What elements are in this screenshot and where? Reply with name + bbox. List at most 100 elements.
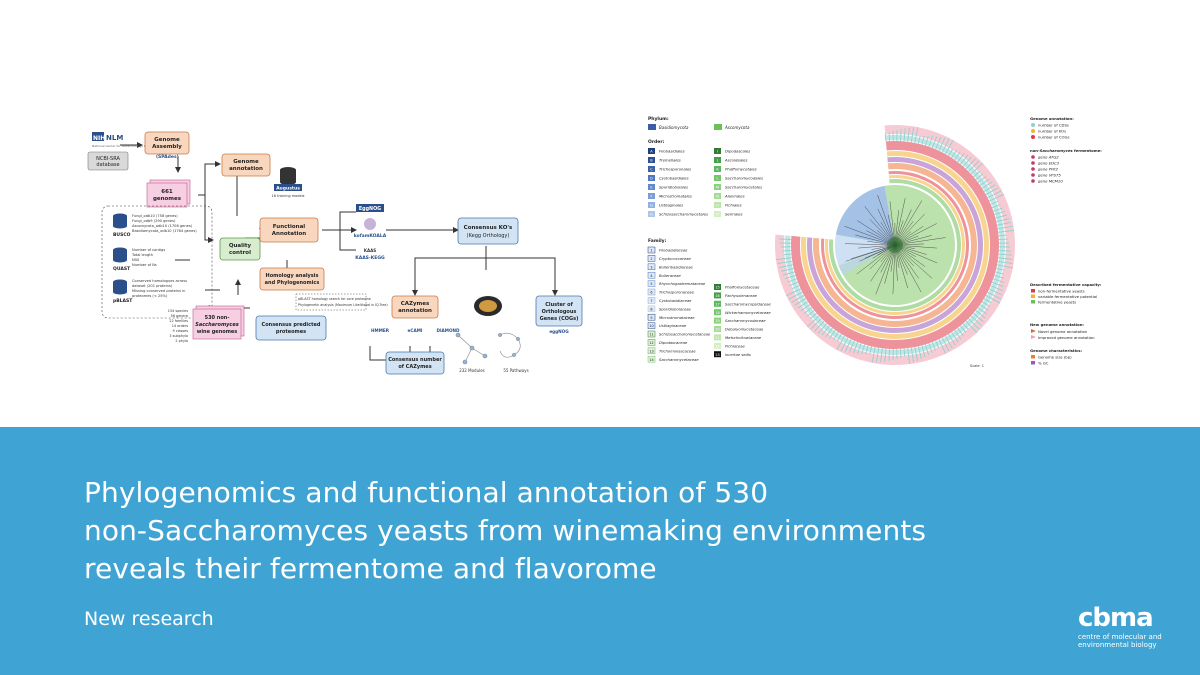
svg-text:database: database (96, 162, 119, 168)
svg-text:Annotation: Annotation (272, 231, 306, 237)
svg-text:D: D (650, 177, 653, 181)
fermentome-gene: gene VPS75 (1038, 173, 1061, 178)
svg-text:I: I (717, 150, 718, 154)
fermentome-gene: gene EDC3 (1038, 161, 1060, 166)
family-label: Bulleribasidiaceae (659, 265, 693, 269)
svg-text:1: 1 (650, 249, 652, 253)
svg-text:7: 7 (650, 299, 652, 303)
svg-text:BUSCO: BUSCO (113, 232, 131, 238)
svg-text:56 genera: 56 genera (171, 314, 188, 318)
svg-text:Phylogenetic analysis (Maximum: Phylogenetic analysis (Maximum Likelihoo… (298, 303, 388, 307)
svg-text:14 orders: 14 orders (172, 324, 188, 328)
family-label: Saccharomycopsidaceae (725, 302, 772, 306)
order-label: Pichiales (725, 203, 742, 208)
svg-text:New genome annotation:: New genome annotation: (1030, 322, 1084, 327)
order-label: Dipodascales (725, 149, 750, 154)
svg-text:Novel genome annotation: Novel genome annotation (1038, 329, 1088, 334)
family-label: incertae sedis (725, 353, 751, 357)
svg-text:Family:: Family: (648, 238, 667, 244)
svg-text:kofamKOALA: kofamKOALA (354, 233, 387, 239)
svg-text:fermentative yeasts: fermentative yeasts (1038, 300, 1076, 305)
svg-text:variable fermentative potentia: variable fermentative potential (1038, 294, 1097, 299)
svg-text:Assembly: Assembly (152, 144, 182, 150)
svg-text:control: control (229, 250, 251, 256)
workflow-diagram: NIH NLM National Center for Biotechnolog… (87, 131, 583, 375)
svg-text:and Phylogenomics: and Phylogenomics (265, 280, 320, 286)
order-label: Microstromatales (659, 194, 692, 199)
svg-text:Scale: 1: Scale: 1 (970, 364, 984, 368)
order-label: Saccharomycetales (725, 185, 762, 190)
svg-text:O: O (716, 204, 719, 208)
svg-text:number of COGs: number of COGs (1038, 135, 1069, 140)
svg-text:Quality: Quality (229, 243, 252, 249)
svg-text:3 subphyla: 3 subphyla (169, 334, 188, 338)
svg-text:Number of contigs: Number of contigs (132, 248, 165, 252)
family-label: Trichomonascaceae (659, 349, 696, 353)
svg-text:2: 2 (650, 257, 652, 261)
svg-text:HMMER: HMMER (371, 328, 390, 333)
svg-text:Orthologous: Orthologous (542, 309, 577, 315)
svg-text:NLM: NLM (106, 134, 123, 142)
svg-text:23: 23 (715, 353, 719, 357)
svg-text:EggNOG: EggNOG (359, 206, 381, 212)
svg-text:Genome: Genome (154, 137, 180, 143)
fermentome-gene: gene MCM10 (1038, 179, 1063, 184)
svg-text:National Center for Biotechnol: National Center for Biotechnology Inform… (92, 144, 161, 148)
fermentome-gene: gene PFK2 (1038, 167, 1059, 172)
family-label: Pichiaceae (725, 344, 745, 348)
svg-text:pBLAST homology search for cor: pBLAST homology search for core proteome (298, 297, 371, 301)
svg-text:8: 8 (650, 307, 652, 311)
family-label: Debaryomycetaceae (725, 328, 764, 332)
svg-text:non-fermentative yeasts: non-fermentative yeasts (1038, 289, 1085, 294)
svg-text:Described fermentative capacit: Described fermentative capacity: (1030, 282, 1102, 287)
svg-text:11: 11 (649, 333, 653, 337)
family-label: Saccharomycodaceae (725, 319, 766, 323)
svg-text:B: B (650, 159, 653, 163)
svg-text:M: M (716, 186, 719, 190)
svg-text:dataset (201 proteins): dataset (201 proteins) (132, 284, 173, 288)
svg-text:4: 4 (650, 274, 652, 278)
svg-text:22: 22 (715, 344, 719, 348)
svg-text:Missing conserved proteins in: Missing conserved proteins in (132, 289, 185, 293)
headline-line-1: Phylogenomics and functional annotation … (84, 476, 769, 509)
svg-text:Basidiomycota: Basidiomycota (659, 125, 689, 130)
order-label: Schizosaccharomycetales (659, 212, 708, 217)
svg-text:3: 3 (650, 265, 652, 269)
svg-text:non-Saccharomyces fermentome:: non-Saccharomyces fermentome: (1030, 148, 1102, 153)
headline-line-3: reveals their fermentome and flavorome (84, 552, 657, 585)
order-label: Ustilaginales (659, 203, 683, 208)
svg-text:of CAZymes: of CAZymes (398, 364, 431, 370)
svg-text:NIH: NIH (93, 135, 105, 142)
svg-text:N50: N50 (132, 258, 140, 262)
svg-text:% GC: % GC (1038, 361, 1049, 366)
order-label: Cystobasidiales (659, 176, 689, 181)
family-label: Bulleraceae (659, 274, 682, 278)
svg-text:232 Modules: 232 Modules (459, 368, 485, 373)
order-label: Phaffomycetales (725, 167, 757, 172)
family-label: Dipodascaceae (659, 341, 688, 345)
svg-text:annotation: annotation (398, 308, 432, 314)
family-label: Schizosaccharomycetaceae (659, 333, 711, 337)
order-label: Saccharomycodales (725, 176, 763, 181)
svg-text:Genome size (bp): Genome size (bp) (1038, 355, 1072, 360)
svg-text:12: 12 (649, 341, 653, 345)
family-label: Filobasidiaceae (659, 249, 688, 253)
svg-text:K: K (716, 168, 719, 172)
svg-text:Basidiomycota_odb10 (1764 gene: Basidiomycota_odb10 (1764 genes) (132, 229, 197, 233)
phylogenetic-tree-figure: Phylum: Basidiomycota Ascomycota Order: … (647, 116, 1102, 368)
svg-text:20: 20 (715, 328, 719, 332)
svg-text:KAAS: KAAS (364, 248, 376, 253)
order-label: Alaninales (724, 194, 745, 199)
svg-text:661: 661 (161, 189, 173, 195)
svg-text:Consensus KO's: Consensus KO's (464, 225, 513, 231)
svg-text:P: P (716, 213, 718, 217)
svg-text:F: F (650, 195, 652, 199)
family-label: Cystobasidiaceae (659, 299, 692, 303)
svg-text:Genome characteristics:: Genome characteristics: (1030, 348, 1083, 353)
family-label: Phaffomycetaceae (725, 286, 760, 290)
svg-text:Improved genome annotation: Improved genome annotation (1038, 335, 1095, 340)
family-label: Rhynchogastremataceae (659, 282, 706, 286)
fermentome-gene: gene ATG2 (1038, 155, 1059, 160)
svg-text:10: 10 (649, 324, 653, 328)
